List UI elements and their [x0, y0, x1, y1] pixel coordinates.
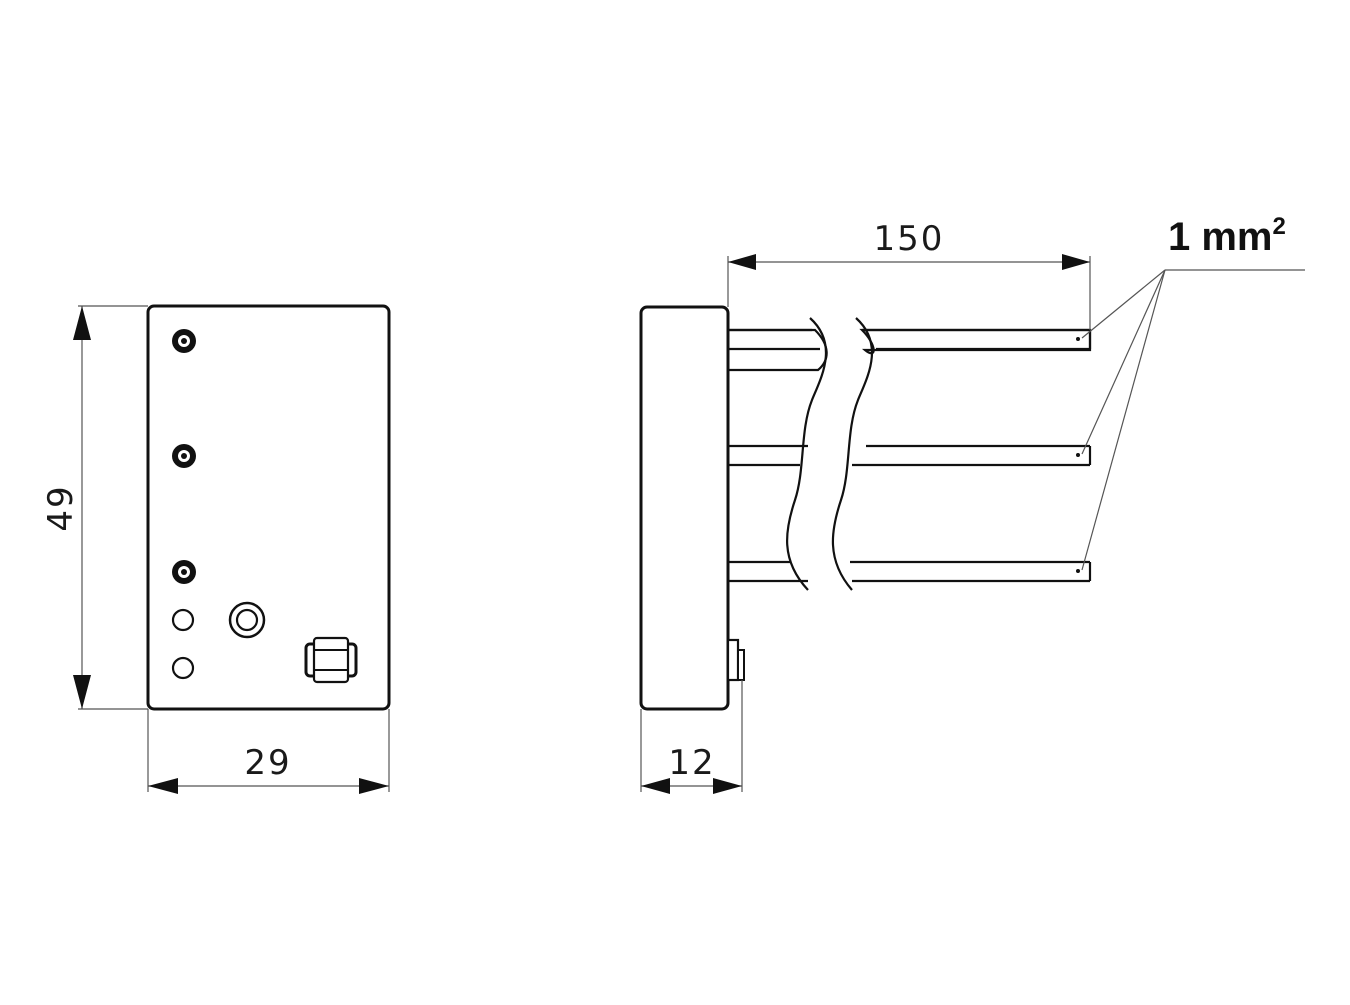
wire-length-dimension: 150: [727, 219, 1091, 330]
indicator-hole: [171, 608, 195, 632]
indicator-hole: [171, 656, 195, 680]
wire-end-point: [1076, 337, 1080, 341]
round-connector: [228, 601, 266, 639]
width-dimension-label: 29: [244, 743, 291, 783]
side-view: 12 150 1 mm2: [639, 213, 1305, 794]
slide-switch: [304, 636, 358, 684]
front-housing: [146, 304, 391, 711]
width-dimension: 29: [147, 709, 390, 794]
wire-bundle: [728, 328, 1092, 583]
front-view: 49 29: [41, 304, 391, 794]
wire-length-dimension-label: 150: [874, 219, 945, 259]
height-dimension: 49: [41, 305, 148, 710]
side-housing: [639, 305, 730, 711]
depth-dimension-label: 12: [668, 743, 715, 783]
terminal-screw: [172, 444, 196, 468]
side-switch-protrusion: [726, 638, 745, 682]
depth-dimension: 12: [640, 680, 743, 794]
break-line: [785, 317, 827, 591]
wire-cross-section-label: 1 mm2: [1168, 213, 1286, 259]
terminal-screw: [172, 560, 196, 584]
break-line: [831, 317, 873, 591]
wire-end-point: [1076, 569, 1080, 573]
cross-section-leader: [1081, 269, 1305, 571]
terminal-screw: [172, 329, 196, 353]
wire-cross-section-value: 1 mm: [1168, 215, 1273, 259]
wire-end-point: [1076, 453, 1080, 457]
wire-cross-section-superscript: 2: [1273, 213, 1286, 240]
height-dimension-label: 49: [41, 484, 81, 531]
